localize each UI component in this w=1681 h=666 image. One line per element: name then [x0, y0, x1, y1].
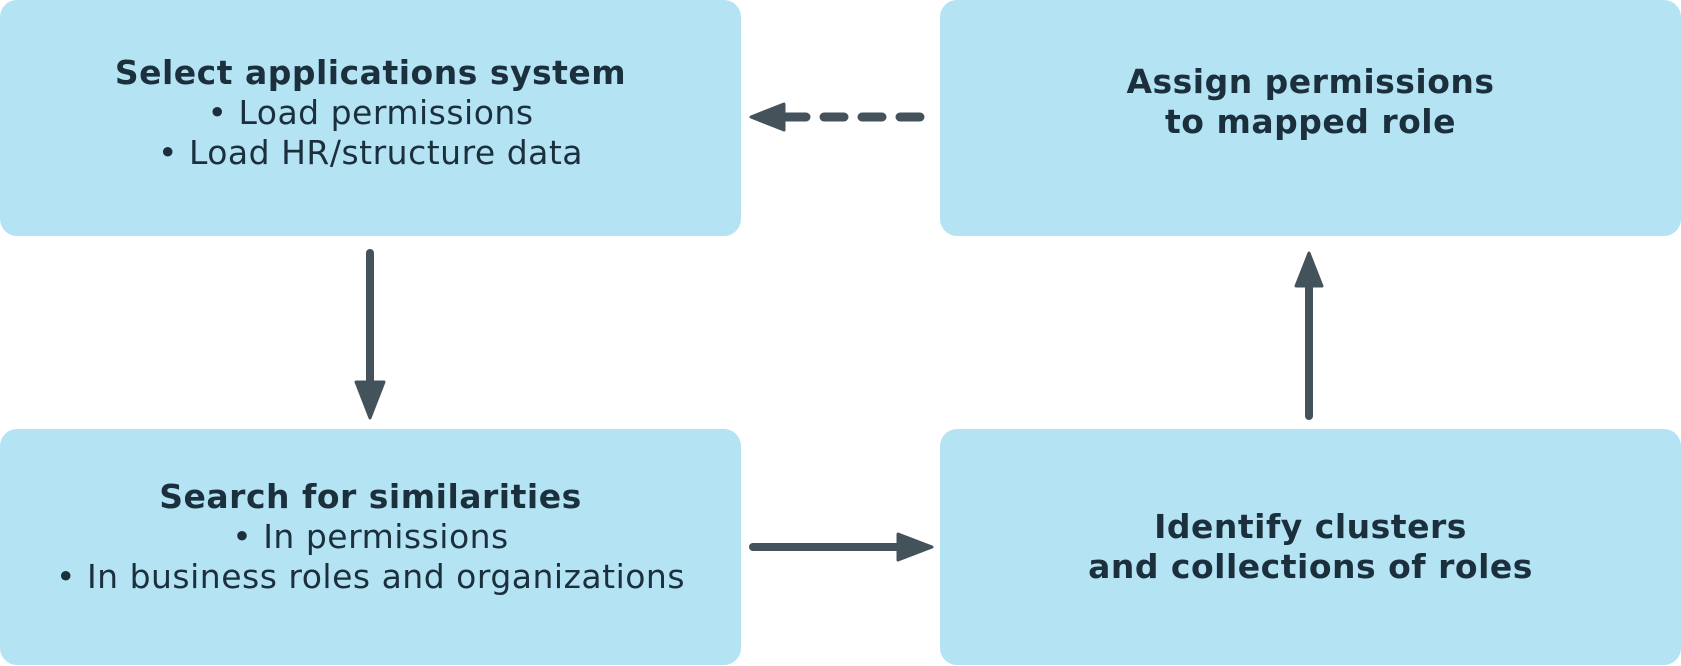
bullet-item: In permissions [232, 517, 509, 557]
box-title: Identify clusters and collections of rol… [1088, 507, 1533, 586]
box-title: Assign permissions to mapped role [1126, 62, 1495, 141]
arrow-dashed-left [749, 102, 925, 132]
box-title: Search for similarities [159, 477, 582, 516]
box-title: Select applications system [114, 53, 627, 92]
arrow-up [1294, 251, 1324, 420]
box-identify-clusters: Identify clusters and collections of rol… [940, 429, 1681, 665]
bullet-item: Load permissions [207, 93, 533, 133]
box-search-similarities: Search for similarities In permissions I… [0, 429, 741, 665]
box-assign-permissions: Assign permissions to mapped role [940, 0, 1681, 236]
bullet-item: In business roles and organizations [56, 557, 685, 597]
arrow-down [354, 249, 386, 420]
bullet-item: Load HR/structure data [158, 133, 583, 173]
box-select-applications-system: Select applications system Load permissi… [0, 0, 741, 236]
arrow-right [749, 532, 934, 562]
